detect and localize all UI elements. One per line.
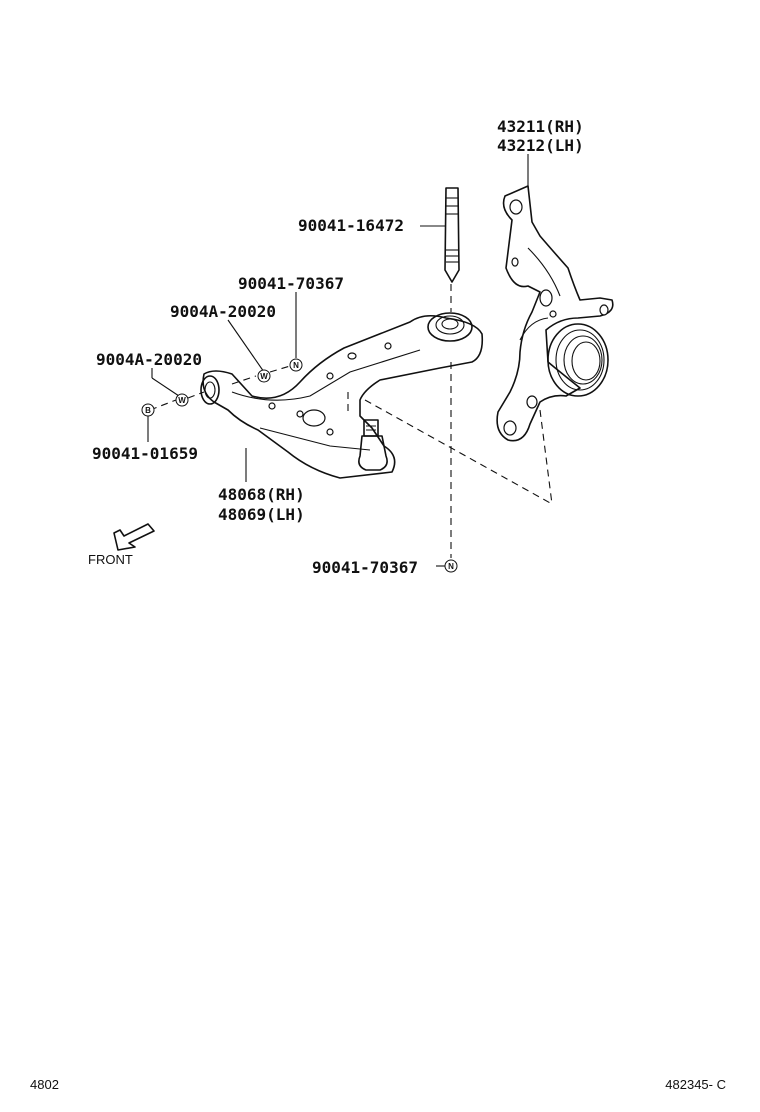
washer-symbol-lower: W bbox=[175, 393, 189, 407]
washer-symbol-upper: W bbox=[257, 369, 271, 383]
svg-text:W: W bbox=[178, 396, 186, 405]
label-nut-bottom: 90041-70367 bbox=[312, 558, 418, 577]
stud-bolt bbox=[444, 187, 460, 283]
label-nut-top: 90041-70367 bbox=[238, 274, 344, 293]
front-arrow-icon bbox=[113, 523, 155, 551]
bolt-symbol: B bbox=[141, 403, 155, 417]
svg-text:N: N bbox=[448, 562, 454, 571]
assembly-lines bbox=[149, 284, 553, 558]
leader-lines bbox=[147, 154, 529, 567]
nut-symbol-top: N bbox=[289, 358, 303, 372]
front-label: FRONT bbox=[88, 552, 133, 567]
label-washer-lower: 9004A-20020 bbox=[96, 350, 202, 369]
label-knuckle-lh: 43212(LH) bbox=[497, 136, 584, 155]
label-washer-upper: 9004A-20020 bbox=[170, 302, 276, 321]
footer-right-code: 482345- C bbox=[665, 1077, 726, 1092]
lower-control-arm bbox=[200, 312, 484, 479]
label-arm-lh: 48069(LH) bbox=[218, 505, 305, 524]
label-arm-rh: 48068(RH) bbox=[218, 485, 305, 504]
steering-knuckle bbox=[496, 185, 614, 442]
svg-text:W: W bbox=[260, 372, 268, 381]
svg-text:B: B bbox=[145, 406, 151, 415]
label-bolt: 90041-01659 bbox=[92, 444, 198, 463]
label-knuckle-rh: 43211(RH) bbox=[497, 117, 584, 136]
nut-symbol-bottom: N bbox=[444, 559, 458, 573]
svg-text:N: N bbox=[293, 361, 299, 370]
footer-left-code: 4802 bbox=[30, 1077, 59, 1092]
label-stud-bolt: 90041-16472 bbox=[298, 216, 404, 235]
